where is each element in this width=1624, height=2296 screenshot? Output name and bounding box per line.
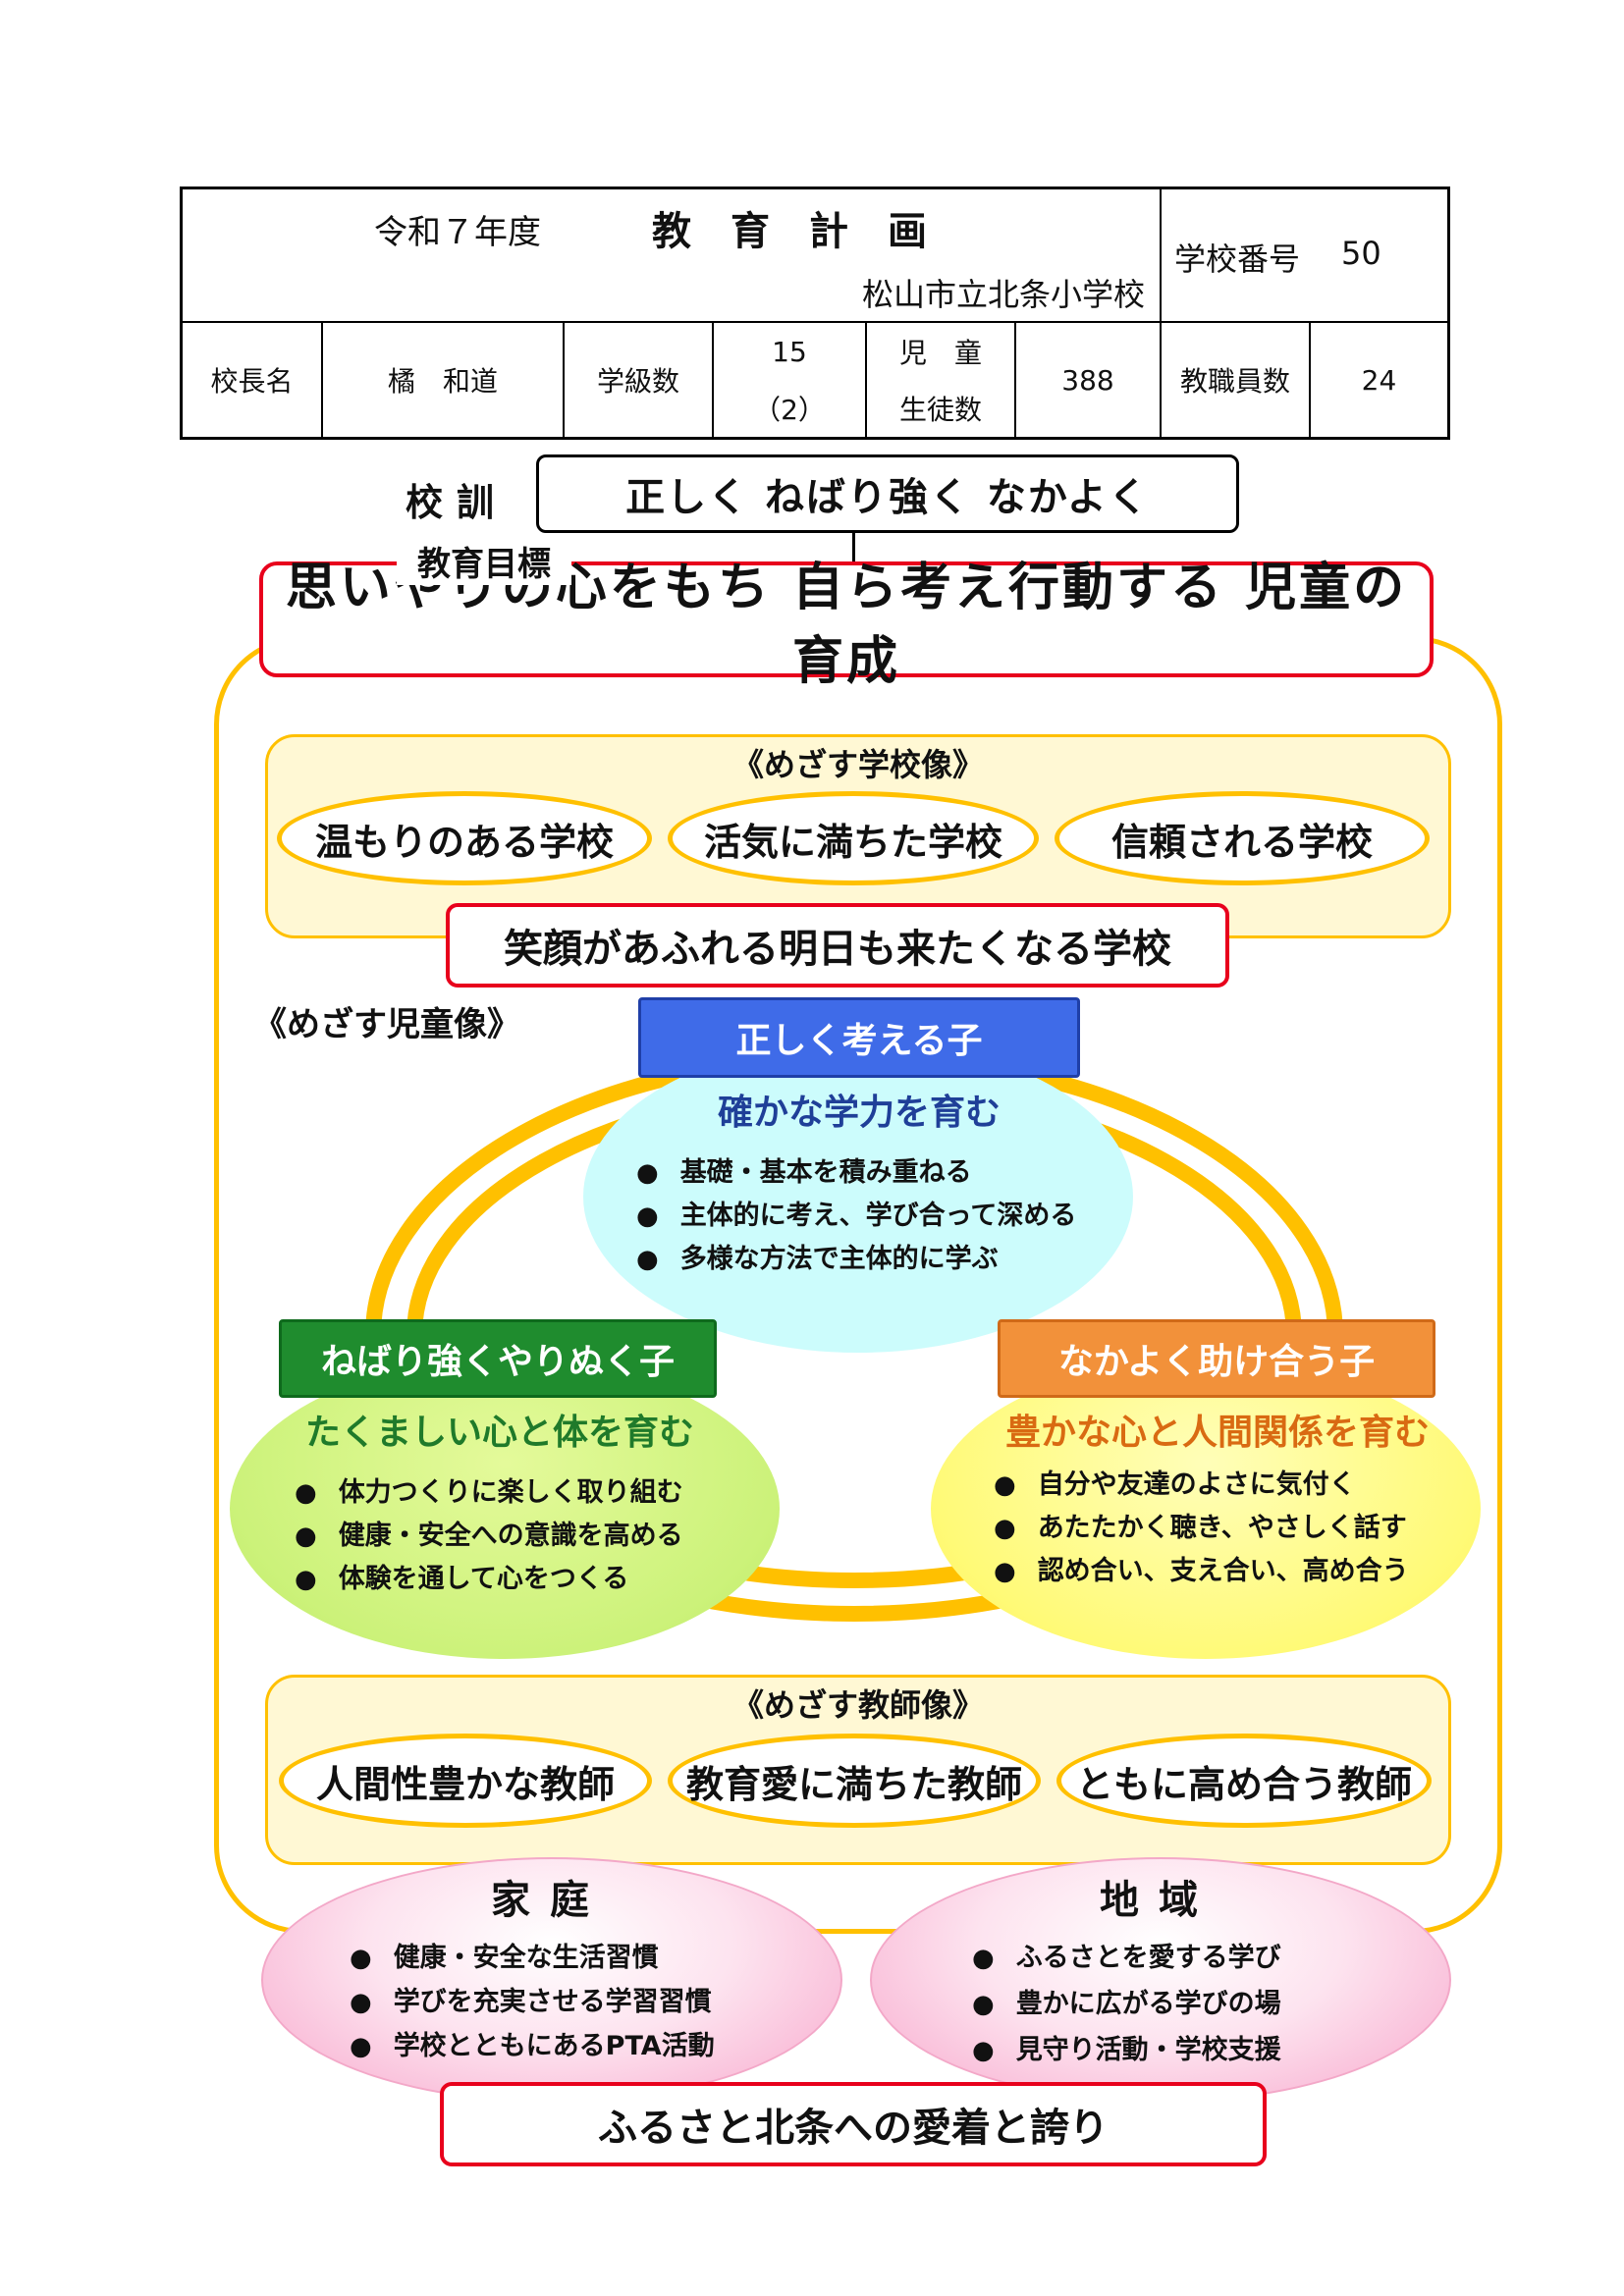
think-bullet-3-text: 多様な方法で主体的に学ぶ [679,1244,999,1274]
bullet-icon: ● [994,1514,1016,1543]
persist-subtitle: たくましい心と体を育む [304,1413,694,1453]
think-bullet-3: ● 多様な方法で主体的に学ぶ [636,1237,999,1275]
bullet-icon: ● [972,2036,995,2065]
table-divider [1160,189,1162,321]
together-bullet-2: ● あたたかく聴き、やさしく話す [994,1506,1407,1544]
child-vision-title: 《めざす児童像》 [253,1005,520,1044]
think-subtitle: 確かな学力を育む [717,1093,1001,1133]
family-ellipse [261,1857,842,2103]
bullet-icon: ● [295,1478,317,1508]
motto-connector [852,533,855,564]
classes-sub: （2） [753,394,826,426]
students-label-1: 児 童 [898,337,982,369]
bullet-icon: ● [972,1944,995,1973]
think-blob [583,1041,1133,1353]
community-title: 地域 [1100,1878,1218,1923]
together-bullet-3-text: 認め合い、支え合い、高め合う [1037,1556,1409,1586]
family-bullet-3-text: 学校とともにあるPTA活動 [393,2031,715,2061]
school-number: 50 [1341,235,1381,272]
family-bullet-1-text: 健康・安全な生活習慣 [393,1943,659,1973]
goal-label: 教育目標 [397,536,571,585]
bullet-icon: ● [636,1245,659,1274]
together-bullet-1: ● 自分や友達のよさに気付く [994,1463,1356,1501]
school-info-table: 令和７年度 教 育 計 画 松山市立北条小学校 学校番号 50 校長名 橘 和道… [180,187,1450,440]
together-subtitle: 豊かな心と人間関係を育む [1004,1413,1430,1453]
principal-name: 橘 和道 [323,323,565,437]
classes-label: 学級数 [565,323,714,437]
students-label-2: 生徒数 [898,394,982,426]
community-bullet-1-text: ふるさとを愛する学び [1015,1943,1281,1973]
bullet-icon: ● [350,1988,372,2017]
school-vision-title: 《めざす学校像》 [731,746,984,783]
plan-title: 教 育 計 画 [652,209,927,254]
students-label-cell: 児 童 生徒数 [867,323,1016,437]
think-bullet-1: ● 基礎・基本を積み重ねる [636,1150,972,1189]
family-bullet-2-text: 学びを充実させる学習習慣 [393,1987,712,2017]
together-bullet-1-text: 自分や友達のよさに気付く [1037,1469,1356,1500]
together-heading: なかよく助け合う子 [998,1319,1435,1398]
family-bullet-2: ● 学びを充実させる学習習慣 [350,1980,712,2018]
teacher-vision-love: 教育愛に満ちた教師 [668,1734,1041,1828]
teacher-vision-title: 《めざす教師像》 [731,1686,984,1724]
persist-bullet-3-text: 体験を通して心をつくる [338,1564,629,1594]
think-bullet-2: ● 主体的に考え、学び合って深める [636,1194,1076,1232]
persist-blob [230,1359,780,1659]
community-bullet-3: ● 見守り活動・学校支援 [972,2028,1281,2066]
together-bullet-2-text: あたたかく聴き、やさしく話す [1037,1513,1407,1543]
family-bullet-1: ● 健康・安全な生活習慣 [350,1936,659,1974]
persist-bullet-2: ● 健康・安全への意識を高める [295,1514,683,1552]
together-blob [931,1359,1481,1659]
community-bullet-2: ● 豊かに広がる学びの場 [972,1982,1281,2020]
school-name: 松山市立北条小学校 [861,276,1145,313]
persist-heading: ねばり強くやりぬく子 [279,1319,717,1398]
school-number-label: 学校番号 [1174,240,1301,278]
bullet-icon: ● [295,1565,317,1594]
community-ellipse [870,1857,1451,2103]
teacher-vision-growth: ともに高め合う教師 [1056,1734,1432,1828]
bullet-icon: ● [994,1470,1016,1500]
principal-label: 校長名 [183,323,323,437]
persist-bullet-1-text: 体力つくりに楽しく取り組む [338,1477,683,1508]
persist-bullet-2-text: 健康・安全への意識を高める [338,1521,683,1551]
persist-bullet-3: ● 体験を通して心をつくる [295,1557,628,1595]
school-vision-trust: 信頼される学校 [1055,791,1430,885]
family-bullet-3: ● 学校とともにあるPTA活動 [350,2024,715,2062]
bullet-icon: ● [295,1522,317,1551]
staff-value: 24 [1361,363,1397,397]
bullet-icon: ● [350,2032,372,2061]
think-bullet-2-text: 主体的に考え、学び合って深める [679,1201,1077,1231]
classes-cell: 15 （2） [714,323,867,437]
motto-label: 校訓 [405,480,508,524]
bullet-icon: ● [636,1158,659,1188]
persist-bullet-1: ● 体力つくりに楽しく取り組む [295,1470,683,1509]
think-heading: 正しく考える子 [638,997,1080,1078]
school-vision-summary: 笑顔があふれる明日も来たくなる学校 [446,903,1229,988]
staff-label: 教職員数 [1162,323,1311,437]
bullet-icon: ● [350,1944,372,1973]
community-bullet-1: ● ふるさとを愛する学び [972,1936,1281,1974]
students-value: 388 [1016,323,1162,437]
community-bullet-2-text: 豊かに広がる学びの場 [1015,1989,1281,2019]
bullet-icon: ● [972,1990,995,2019]
plan-year: 令和７年度 [374,213,541,252]
think-bullet-1-text: 基礎・基本を積み重ねる [679,1157,972,1188]
bullet-icon: ● [636,1201,659,1231]
motto-box: 正しく ねばり強く なかよく [536,454,1239,533]
community-bullet-3-text: 見守り活動・学校支援 [1015,2035,1281,2065]
school-vision-warmth: 温もりのある学校 [277,791,652,885]
teacher-vision-humanity: 人間性豊かな教師 [279,1734,652,1828]
bullet-icon: ● [994,1557,1016,1586]
table-divider [183,321,1447,323]
classes-value: 15 [772,335,807,368]
school-vision-vitality: 活気に満ちた学校 [668,791,1039,885]
family-title: 家庭 [491,1878,609,1923]
together-bullet-3: ● 認め合い、支え合い、高め合う [994,1549,1409,1587]
bottom-slogan: ふるさと北条への愛着と誇り [440,2082,1267,2166]
